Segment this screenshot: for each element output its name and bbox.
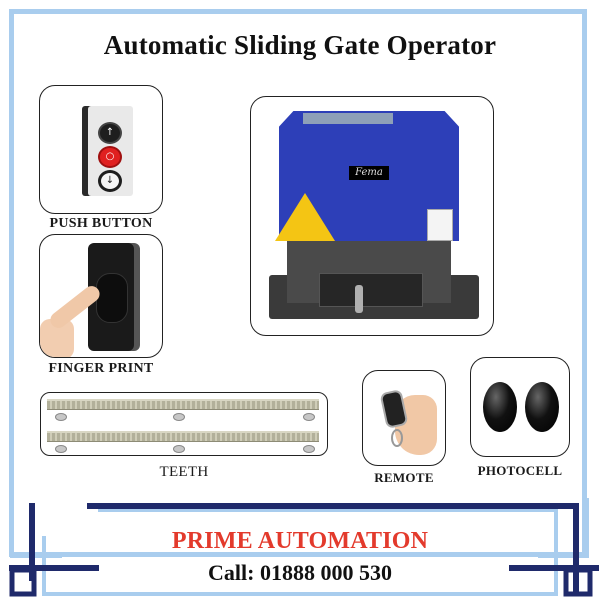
bolt-icon [55,413,67,421]
outer-frame [9,9,587,557]
gear-rack-bottom [47,431,319,442]
motor-top-strip [303,113,393,124]
remote-label: REMOTE [374,470,434,485]
gate-motor-card: Fema [250,96,494,336]
bolt-icon [55,445,67,453]
photocell-sensor-icon [483,382,517,432]
spec-plate [427,209,453,241]
warning-icon [275,193,335,241]
bolt-icon [303,413,315,421]
release-slot [319,273,423,307]
photocell-sensor-icon [525,382,559,432]
keyring-icon [391,429,403,447]
finger-print-label: FINGER PRINT [48,361,154,376]
key-icon [355,285,363,313]
remote-card [362,370,446,466]
bolt-icon [303,445,315,453]
teeth-card [40,392,328,456]
push-button-card: ↑ ○ ↓ [39,85,163,214]
down-arrow-icon: ↓ [98,170,122,192]
push-button-station-image: ↑ ○ ↓ [88,106,133,196]
motor-brand-badge: Fema [349,166,389,180]
bolt-icon [173,413,185,421]
page-title: Automatic Sliding Gate Operator [103,30,497,60]
photocell-card [470,357,570,457]
gear-rack-top [47,399,319,410]
finger-print-card [39,234,163,358]
stop-icon: ○ [98,146,122,168]
up-arrow-icon: ↑ [98,122,122,144]
photocell-label: PHOTOCELL [477,463,563,478]
company-name: PRIME AUTOMATION [171,528,429,554]
phone-number: Call: 01888 000 530 [208,560,392,585]
teeth-label: TEETH [159,464,209,480]
bolt-icon [173,445,185,453]
push-button-label: PUSH BUTTON [49,216,153,231]
